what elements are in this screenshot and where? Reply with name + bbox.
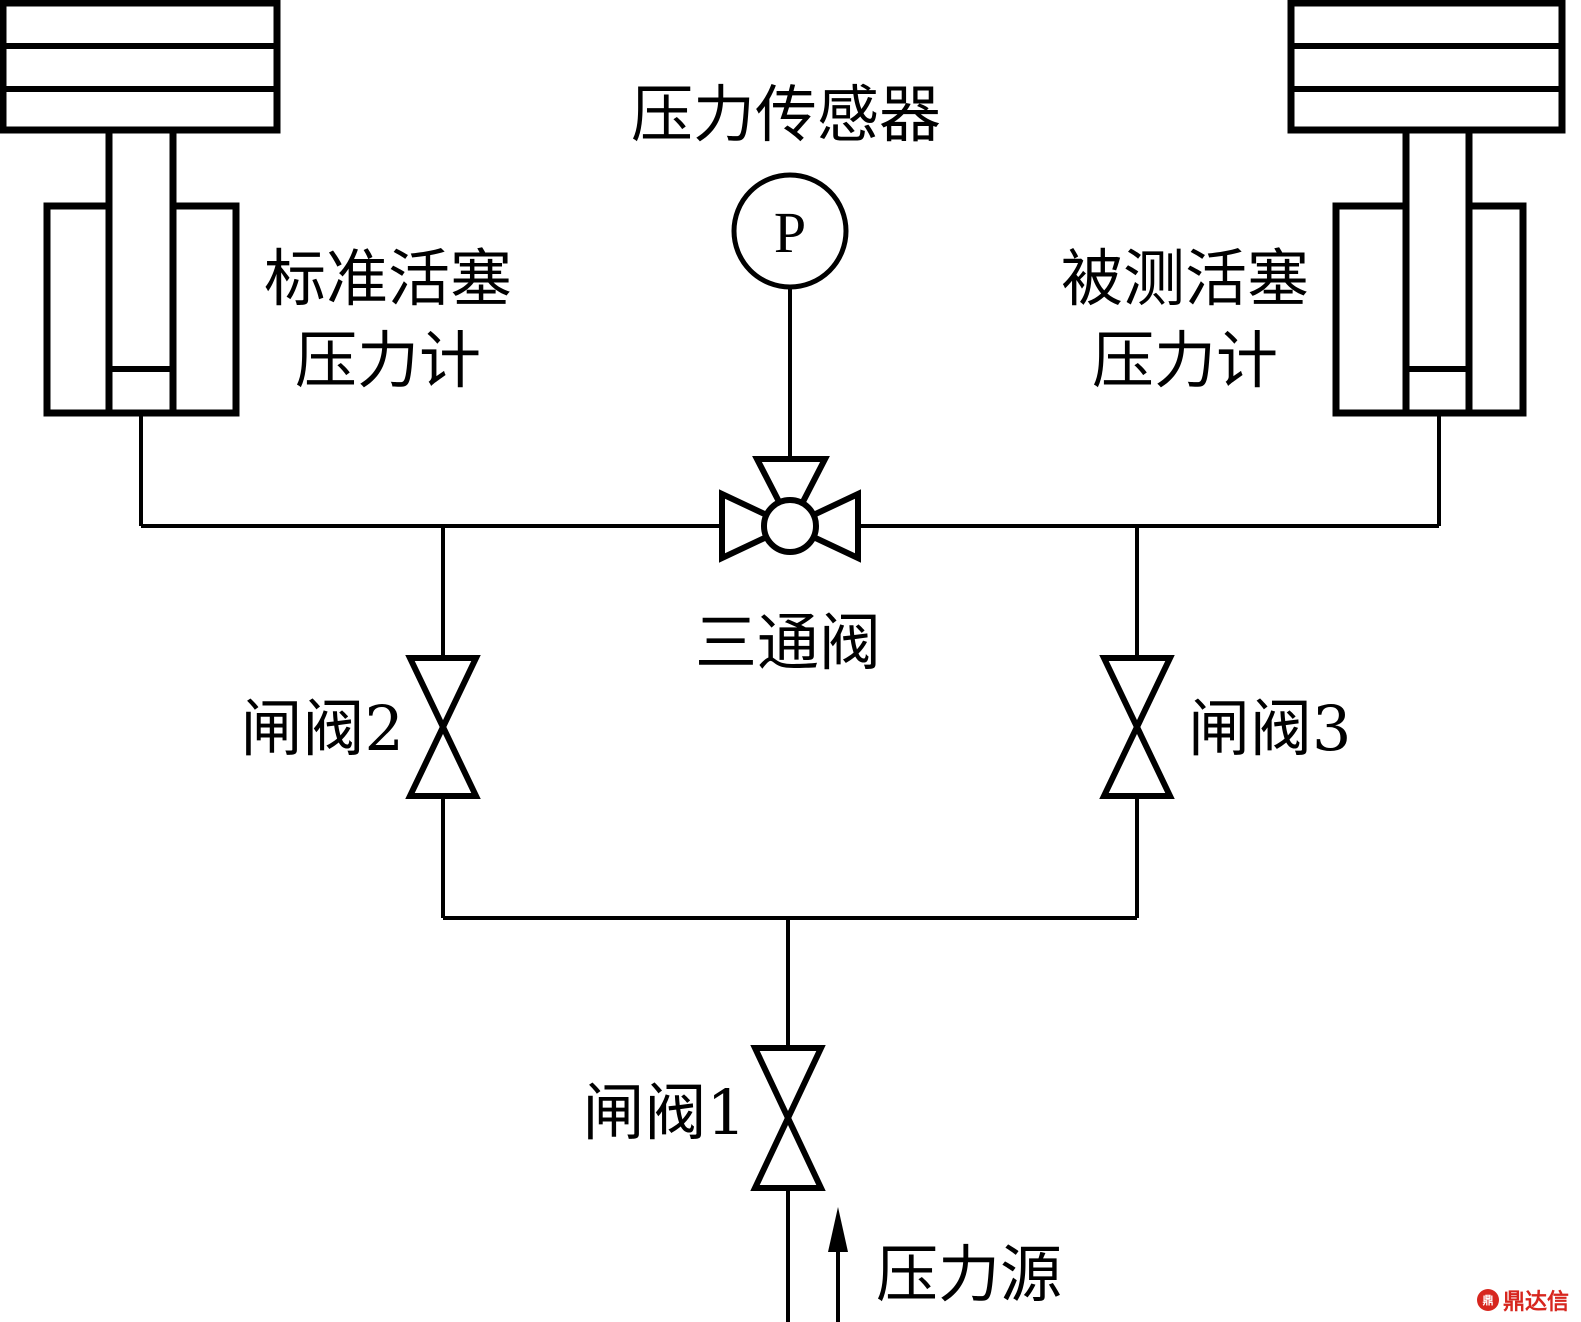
gate-valve-2-upper (405, 655, 481, 734)
standard-piston-label-line2: 压力计 (295, 324, 481, 397)
three-way-valve[interactable] (719, 456, 861, 563)
three-way-valve-label: 三通阀 (695, 606, 881, 679)
right-piston-rod (1402, 126, 1473, 417)
gate-valve-1-upper (750, 1045, 826, 1126)
gate-valve-1[interactable] (750, 1045, 826, 1191)
pressure-sensor-circle (731, 172, 849, 290)
watermark-logo-icon: 鼎 (1476, 1289, 1499, 1311)
gate-valve-1-label: 闸阀1 (583, 1076, 746, 1149)
three-way-valve-core (761, 497, 819, 555)
pressure-source-arrow (828, 1207, 848, 1322)
gate-valve-3-label: 闸阀3 (1188, 692, 1351, 765)
three-way-valve-right-triangle (782, 489, 861, 563)
arrow-head-icon (828, 1207, 848, 1252)
pipework (139, 288, 1441, 1322)
right-weight-stack (1287, 0, 1566, 134)
left-piston-rod (105, 126, 177, 417)
tested-piston-gauge (1287, 0, 1566, 417)
left-weight-stack (0, 0, 281, 134)
pressure-sensor-label: 压力传感器 (631, 78, 941, 151)
gate-valve-2-lower (405, 720, 481, 799)
three-way-valve-left-triangle (719, 489, 798, 563)
gate-valve-3[interactable] (1099, 655, 1175, 799)
gate-valve-1-lower (750, 1110, 826, 1191)
tested-piston-label-line2: 压力计 (1092, 324, 1278, 397)
gate-valve-2-label: 闸阀2 (241, 692, 404, 765)
standard-piston-gauge (0, 0, 281, 417)
standard-piston-label-line1: 标准活塞 (264, 242, 512, 315)
pressure-source-label: 压力源 (876, 1238, 1062, 1311)
tested-piston-label-line1: 被测活塞 (1061, 242, 1309, 315)
gate-valve-3-lower (1099, 720, 1175, 799)
watermark: 鼎 鼎达信 (1476, 1284, 1569, 1316)
gate-valve-3-upper (1099, 655, 1175, 734)
pressure-sensor-symbol: P (774, 200, 806, 265)
three-way-valve-top-triangle (752, 456, 830, 532)
pressure-sensor: P (731, 172, 849, 290)
watermark-text: 鼎达信 (1502, 1290, 1569, 1315)
gate-valve-2[interactable] (405, 655, 481, 799)
